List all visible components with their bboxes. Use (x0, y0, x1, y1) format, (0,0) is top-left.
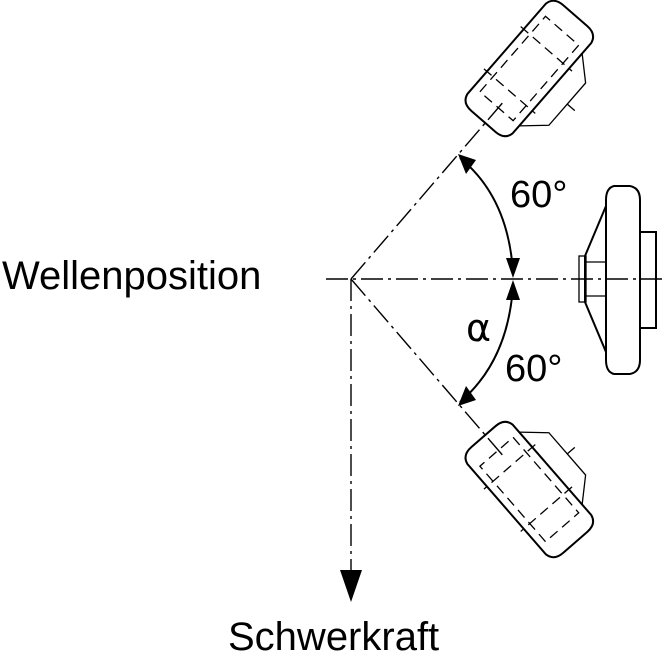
lower-arc-arrow-bottom (458, 386, 476, 406)
upper-arc-arrow-bottom (506, 258, 520, 278)
lower-inclined-axis (350, 278, 506, 459)
angle-upper-label: 60° (510, 174, 567, 216)
motor-upper-inclined (464, 0, 595, 138)
lower-arc-arrow-top (506, 280, 520, 300)
motor-lower-inclined (464, 420, 595, 559)
upper-angle-arc (459, 157, 514, 273)
upper-arc-arrow-top (458, 154, 476, 174)
gravity-label: Schwerkraft (228, 615, 439, 659)
angle-lower-label: 60° (505, 348, 562, 390)
upper-inclined-axis (350, 99, 506, 280)
motor-horizontal (578, 185, 657, 375)
gravity-arrowhead (340, 570, 362, 602)
alpha-symbol: α (466, 306, 491, 350)
shaft-position-label: Wellenposition (2, 254, 261, 298)
